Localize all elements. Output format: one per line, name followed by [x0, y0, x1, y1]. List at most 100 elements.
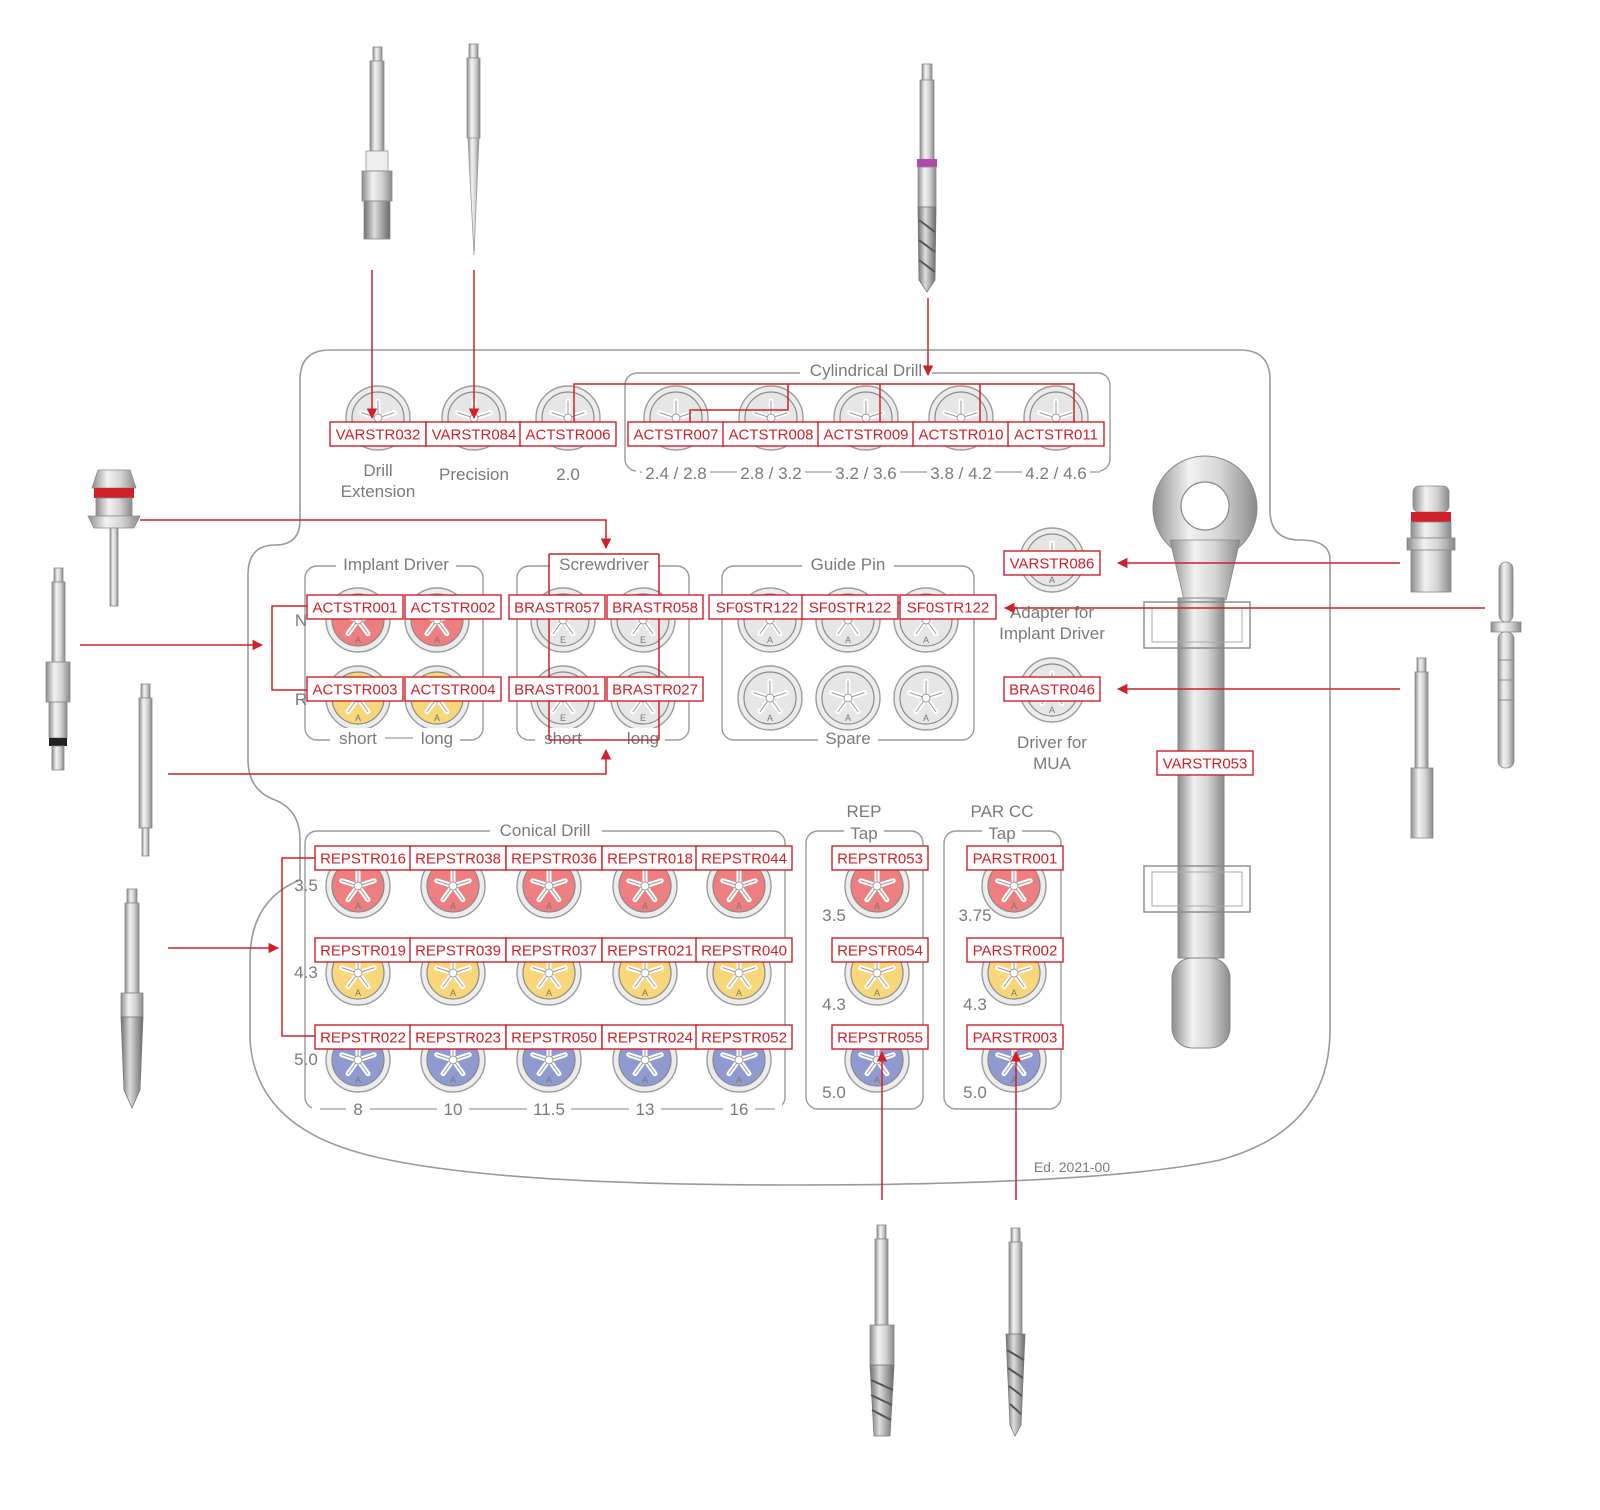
cap-letter: A	[874, 901, 880, 911]
code-text: REPSTR021	[607, 943, 693, 960]
cap-letter: A	[434, 713, 440, 723]
tray-outline	[247, 349, 1331, 1186]
code-text: VARSTR032	[336, 427, 421, 444]
code-label: ACTSTR004	[404, 676, 502, 702]
rep-row-3: 5.0	[822, 1083, 846, 1102]
code-text: SF0STR122	[809, 600, 892, 617]
cap-letter: A	[642, 1075, 648, 1085]
instrument-guide-pin	[1490, 561, 1522, 769]
cap-letter: A	[546, 901, 552, 911]
code-label: REPSTR023	[409, 1024, 507, 1050]
spare-cap-3: A	[893, 665, 959, 731]
cap-letter: E	[640, 635, 646, 645]
instrument-adapter	[1406, 485, 1456, 593]
cyl-size-3: 3.2 / 3.6	[835, 464, 896, 483]
edition-label: Ed. 2021-00	[1034, 1159, 1110, 1175]
code-text: BRASTR046	[1009, 682, 1095, 699]
code-text: PARSTR003	[973, 1030, 1058, 1047]
cap-letter: A	[355, 988, 361, 998]
rep-row-2: 4.3	[822, 995, 846, 1014]
cap-letter: A	[736, 1075, 742, 1085]
code-text: VARSTR086	[1010, 556, 1095, 573]
cylindrical-drill-title: Cylindrical Drill	[810, 361, 922, 380]
code-text: REPSTR036	[511, 851, 597, 868]
cap-letter: A	[767, 713, 773, 723]
code-label: PARSTR001	[966, 845, 1064, 871]
cap-letter: A	[1011, 901, 1017, 911]
code-label: REPSTR016	[314, 845, 412, 871]
cap-letter: A	[546, 1075, 552, 1085]
conical-drill-title: Conical Drill	[500, 821, 591, 840]
code-label: VARSTR084	[425, 421, 523, 447]
code-text: PARSTR001	[973, 851, 1058, 868]
rep-tap-title-1: REP	[847, 802, 882, 821]
code-text: BRASTR057	[514, 600, 600, 617]
code-label: REPSTR044	[695, 845, 793, 871]
code-text: REPSTR050	[511, 1030, 597, 1047]
cap-letter: A	[450, 901, 456, 911]
code-label: REPSTR022	[314, 1024, 412, 1050]
spare-label: Spare	[825, 729, 870, 748]
conical-length-1: 8	[353, 1100, 362, 1119]
code-label: BRASTR057	[508, 594, 606, 620]
code-text: REPSTR019	[320, 943, 406, 960]
screwdriver-long-caption: long	[627, 729, 659, 748]
guide-pin-title: Guide Pin	[811, 555, 886, 574]
cap-letter: A	[736, 988, 742, 998]
code-text: ACTSTR003	[312, 682, 397, 699]
code-label: REPSTR054	[831, 937, 929, 963]
cap-letter: A	[450, 1075, 456, 1085]
precision-caption: Precision	[439, 465, 509, 484]
code-text: ACTSTR011	[1014, 427, 1098, 444]
par-row-1: 3.75	[958, 906, 991, 925]
instrument-mua-driver	[1410, 657, 1434, 839]
cyl-size-5: 4.2 / 4.6	[1025, 464, 1086, 483]
mua-caption-1: Driver for	[1017, 733, 1087, 752]
code-text: REPSTR044	[701, 851, 787, 868]
code-label: ACTSTR008	[722, 421, 820, 447]
code-label: BRASTR001	[508, 676, 606, 702]
adapter-caption-2: Implant Driver	[999, 624, 1105, 643]
code-text: REPSTR054	[837, 943, 923, 960]
cap-letter: A	[845, 635, 851, 645]
code-label: REPSTR053	[831, 845, 929, 871]
par-tap-title-1: PAR CC	[971, 802, 1034, 821]
code-text: ACTSTR007	[633, 427, 718, 444]
rep-row-1: 3.5	[822, 906, 846, 925]
instrument-par-tap	[1005, 1227, 1026, 1437]
code-label: REPSTR037	[505, 937, 603, 963]
cyl-size-4: 3.8 / 4.2	[930, 464, 991, 483]
code-text: ACTSTR002	[410, 600, 495, 617]
code-label: BRASTR058	[606, 594, 704, 620]
conical-cap-r1-c3: A	[516, 853, 582, 919]
cap-letter: A	[767, 635, 773, 645]
cap-letter: A	[874, 1075, 880, 1085]
cap-letter: A	[923, 713, 929, 723]
implant-long-caption: long	[421, 729, 453, 748]
cap-letter: A	[874, 988, 880, 998]
code-label: ACTSTR007	[627, 421, 725, 447]
code-text: ACTSTR004	[410, 682, 495, 699]
cylindrical-sizes: 2.4 / 2.8 2.8 / 3.2 3.2 / 3.6 3.8 / 4.2 …	[642, 462, 1090, 483]
code-text: ACTSTR006	[525, 427, 610, 444]
code-label: REPSTR055	[831, 1024, 929, 1050]
code-text: ACTSTR010	[918, 427, 1003, 444]
cap-letter: A	[355, 713, 361, 723]
code-text: ACTSTR009	[823, 427, 908, 444]
instrument-screwdriver-short	[138, 683, 153, 857]
par-row-2: 4.3	[963, 995, 987, 1014]
code-text: REPSTR055	[837, 1030, 923, 1047]
cap-letter: A	[642, 988, 648, 998]
code-label: SF0STR122	[899, 594, 997, 620]
code-label: REPSTR019	[314, 937, 412, 963]
cap-letter: A	[1011, 1075, 1017, 1085]
code-text: BRASTR027	[612, 682, 698, 699]
code-label: VARSTR053	[1156, 750, 1254, 776]
code-label: BRASTR027	[606, 676, 704, 702]
screwdriver-title: Screwdriver	[559, 555, 649, 574]
instrument-precision-drill	[466, 43, 481, 256]
code-text: REPSTR053	[837, 851, 923, 868]
cap-letter: A	[1011, 988, 1017, 998]
cap-letter: E	[560, 635, 566, 645]
